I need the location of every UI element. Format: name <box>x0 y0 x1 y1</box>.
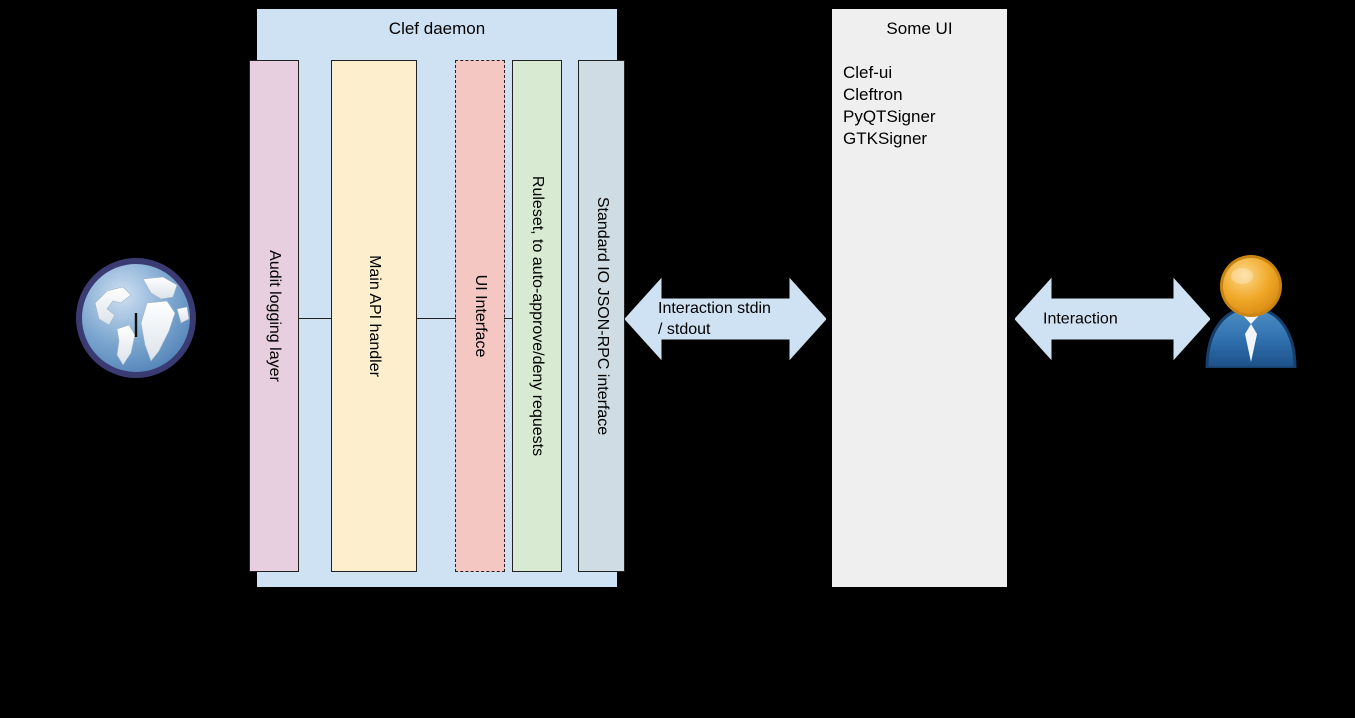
column-label-main-api-handler: Main API handler <box>366 255 383 377</box>
connector-line-audit-to-api <box>298 318 332 319</box>
some-ui-title: Some UI <box>886 19 953 38</box>
clef-daemon-container <box>257 9 617 587</box>
list-item: PyQTSigner <box>843 107 936 126</box>
arrow-label-interaction: Interaction <box>1043 310 1118 328</box>
column-label-standard-io-jsonrpc: Standard IO JSON-RPC interface <box>593 196 611 436</box>
some-ui-list: Clef-ui Cleftron PyQTSigner GTKSigner <box>843 62 1003 150</box>
some-ui-panel <box>832 9 1007 587</box>
connector-line-ui-to-ruleset <box>504 318 513 319</box>
column-audit-logging-layer: Audit logging layer <box>249 60 299 572</box>
column-ruleset: Ruleset, to auto-approve/deny requests <box>512 60 562 572</box>
connector-line-api-to-ui <box>416 318 456 319</box>
arrow-stdin-stdout: Interaction stdin / stdout <box>625 277 826 361</box>
clef-daemon-title: Clef daemon <box>388 19 486 38</box>
column-ui-interface: UI Interface <box>455 60 505 572</box>
column-standard-io-jsonrpc: Standard IO JSON-RPC interface <box>578 60 625 572</box>
globe-icon <box>73 255 199 381</box>
list-item: GTKSigner <box>843 129 928 148</box>
arrow-interaction: Interaction <box>1015 277 1210 361</box>
user-icon <box>1199 252 1303 370</box>
arrow-label-stdin-stdout: Interaction stdin / stdout <box>658 300 771 338</box>
column-label-audit-logging-layer: Audit logging layer <box>266 250 283 382</box>
list-item: Cleftron <box>843 85 903 104</box>
column-label-ui-interface: UI Interface <box>472 274 489 358</box>
column-main-api-handler: Main API handler <box>331 60 417 572</box>
column-label-ruleset: Ruleset, to auto-approve/deny requests <box>529 175 546 457</box>
list-item: Clef-ui <box>843 63 893 82</box>
